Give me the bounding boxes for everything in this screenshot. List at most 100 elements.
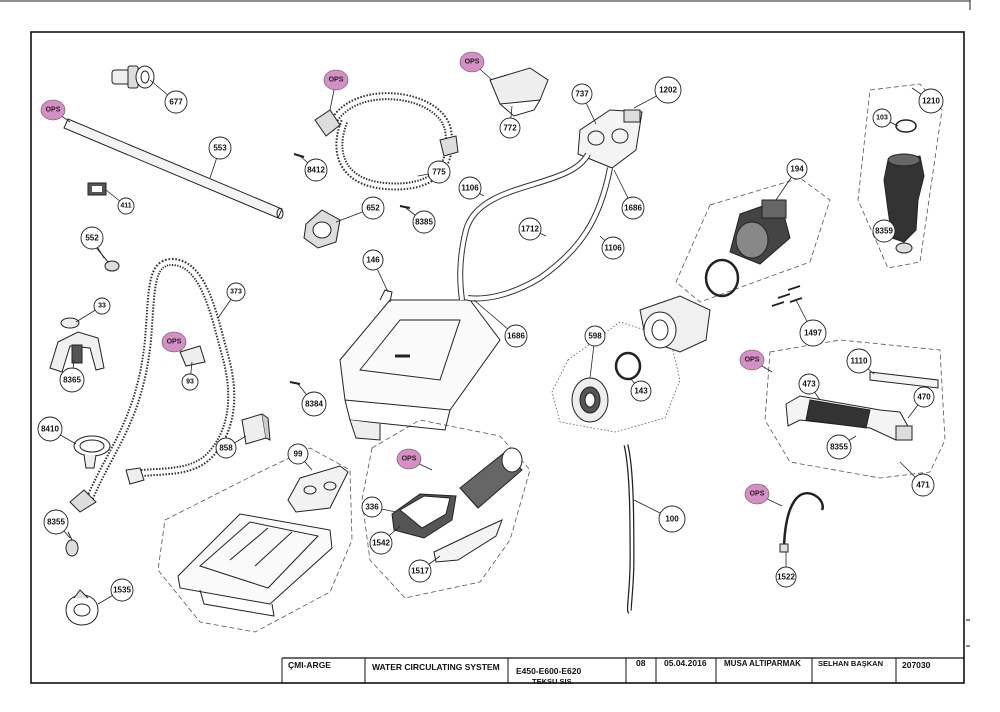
callout-p8365: 8365 (59, 367, 85, 393)
part-number-label: 1686 (624, 204, 642, 213)
part-number-label: 373 (230, 289, 242, 296)
part-number-label: 336 (365, 503, 379, 512)
title-block: ÇMI-ARGE WATER CIRCULATING SYSTEM E450-E… (281, 619, 970, 686)
part-number-label: 194 (790, 165, 804, 174)
group-outline-471 (764, 339, 946, 479)
part-number-label: 103 (876, 115, 888, 122)
part-8385-screw (399, 205, 411, 209)
callout-circle (518, 217, 542, 241)
part-1106-hose-b-inner (467, 167, 612, 301)
part-772-valve (489, 67, 549, 117)
part-number-label: 775 (432, 168, 446, 177)
callout-circle (799, 319, 827, 347)
title-model-line2: TEKSU SIS. (532, 677, 574, 686)
ops-badge-1: OPS (40, 99, 66, 121)
callout-circle (601, 236, 625, 260)
part-number-label: 858 (219, 444, 233, 453)
callout-p411: 411 (117, 197, 135, 215)
callout-circle (658, 505, 686, 533)
ops-badge-4: OPS (161, 331, 187, 353)
callout-p1202: 1202 (654, 76, 682, 104)
part-8355-left (65, 531, 79, 557)
group-outline-1210 (857, 83, 943, 269)
callout-circle (918, 88, 944, 114)
callout-circle (846, 348, 872, 374)
callout-p552: 552 (80, 226, 104, 250)
callout-circle (913, 386, 935, 408)
part-652-nut (303, 209, 341, 249)
callout-p146: 146 (362, 249, 384, 271)
callout-p100: 100 (658, 505, 686, 533)
callout-circle (826, 434, 852, 460)
title-revision: 08 (636, 658, 646, 668)
callout-circle (59, 367, 85, 393)
part-373-drain-hose (86, 257, 236, 500)
ops-badge-label: OPS (745, 357, 760, 364)
ops-badges: OPS OPS OPS OPS OPS OPS OPS (40, 51, 770, 505)
part-858-block (241, 413, 271, 445)
callout-circle (80, 226, 104, 250)
callout-circle (361, 496, 383, 518)
callout-circle (301, 391, 327, 417)
part-737-valve-block (577, 109, 643, 169)
callout-p8384: 8384 (301, 391, 327, 417)
group-outline-336 (361, 419, 531, 599)
callout-p1686b: 1686 (504, 324, 528, 348)
callout-p1497: 1497 (799, 319, 827, 347)
part-8365-bracket (49, 331, 105, 373)
ops-badge-3: OPS (459, 51, 485, 73)
part-598-filter (571, 377, 609, 423)
part-drawer-housing (177, 513, 333, 617)
part-1522-hose (779, 491, 824, 553)
part-553-pipe (63, 118, 284, 219)
part-373-hose-tip (125, 467, 145, 485)
callout-circle (571, 83, 593, 105)
callout-p1210: 1210 (918, 88, 944, 114)
part-number-label: 470 (917, 393, 931, 402)
part-number-label: 1497 (804, 329, 822, 338)
callout-p1712: 1712 (518, 217, 542, 241)
title-date: 05.04.2016 (664, 658, 707, 668)
ops-badge-label: OPS (750, 491, 765, 498)
callout-p8412: 8412 (304, 158, 328, 182)
part-1110-tube (869, 371, 939, 389)
part-775-hose-elbow (439, 135, 459, 157)
part-number-label: 471 (916, 481, 930, 490)
callout-circle (117, 197, 135, 215)
ops-badge-shape (323, 69, 349, 91)
part-552-screw (94, 245, 120, 272)
part-number-label: 1686 (507, 332, 525, 341)
part-number-label: 552 (85, 234, 99, 243)
part-1517-tray (433, 519, 503, 563)
callout-circle (362, 249, 384, 271)
part-471-hose-assembly (785, 395, 913, 441)
part-number-label: 93 (186, 379, 194, 386)
drawing-frame (30, 31, 965, 684)
part-194-pump-motor (729, 199, 791, 265)
callout-circle (621, 196, 645, 220)
part-number-label: 143 (634, 387, 648, 396)
callout-p1110: 1110 (846, 348, 872, 374)
part-373-hose-end (69, 489, 97, 513)
part-number-label: 8385 (415, 218, 433, 227)
part-number-label: 1542 (372, 539, 390, 548)
callout-p1535: 1535 (110, 578, 134, 602)
callout-p103: 103 (872, 108, 892, 128)
ops-badge-2: OPS (323, 69, 349, 91)
callout-circle (775, 566, 797, 588)
callout-circle (427, 160, 451, 184)
part-number-label: 1517 (411, 567, 429, 576)
part-8412-screw (293, 153, 305, 158)
callout-circle (369, 531, 393, 555)
ops-badge-label: OPS (402, 456, 417, 463)
part-number-label: 100 (665, 515, 679, 524)
ops-badge-7: OPS (744, 483, 770, 505)
part-194-ring (704, 258, 740, 298)
callout-circle (226, 282, 246, 302)
part-number-label: 8355 (47, 518, 65, 527)
part-number-label: 1210 (922, 97, 940, 106)
part-number-label: 33 (98, 303, 106, 310)
callout-p470: 470 (913, 386, 935, 408)
callout-circle (43, 509, 69, 535)
